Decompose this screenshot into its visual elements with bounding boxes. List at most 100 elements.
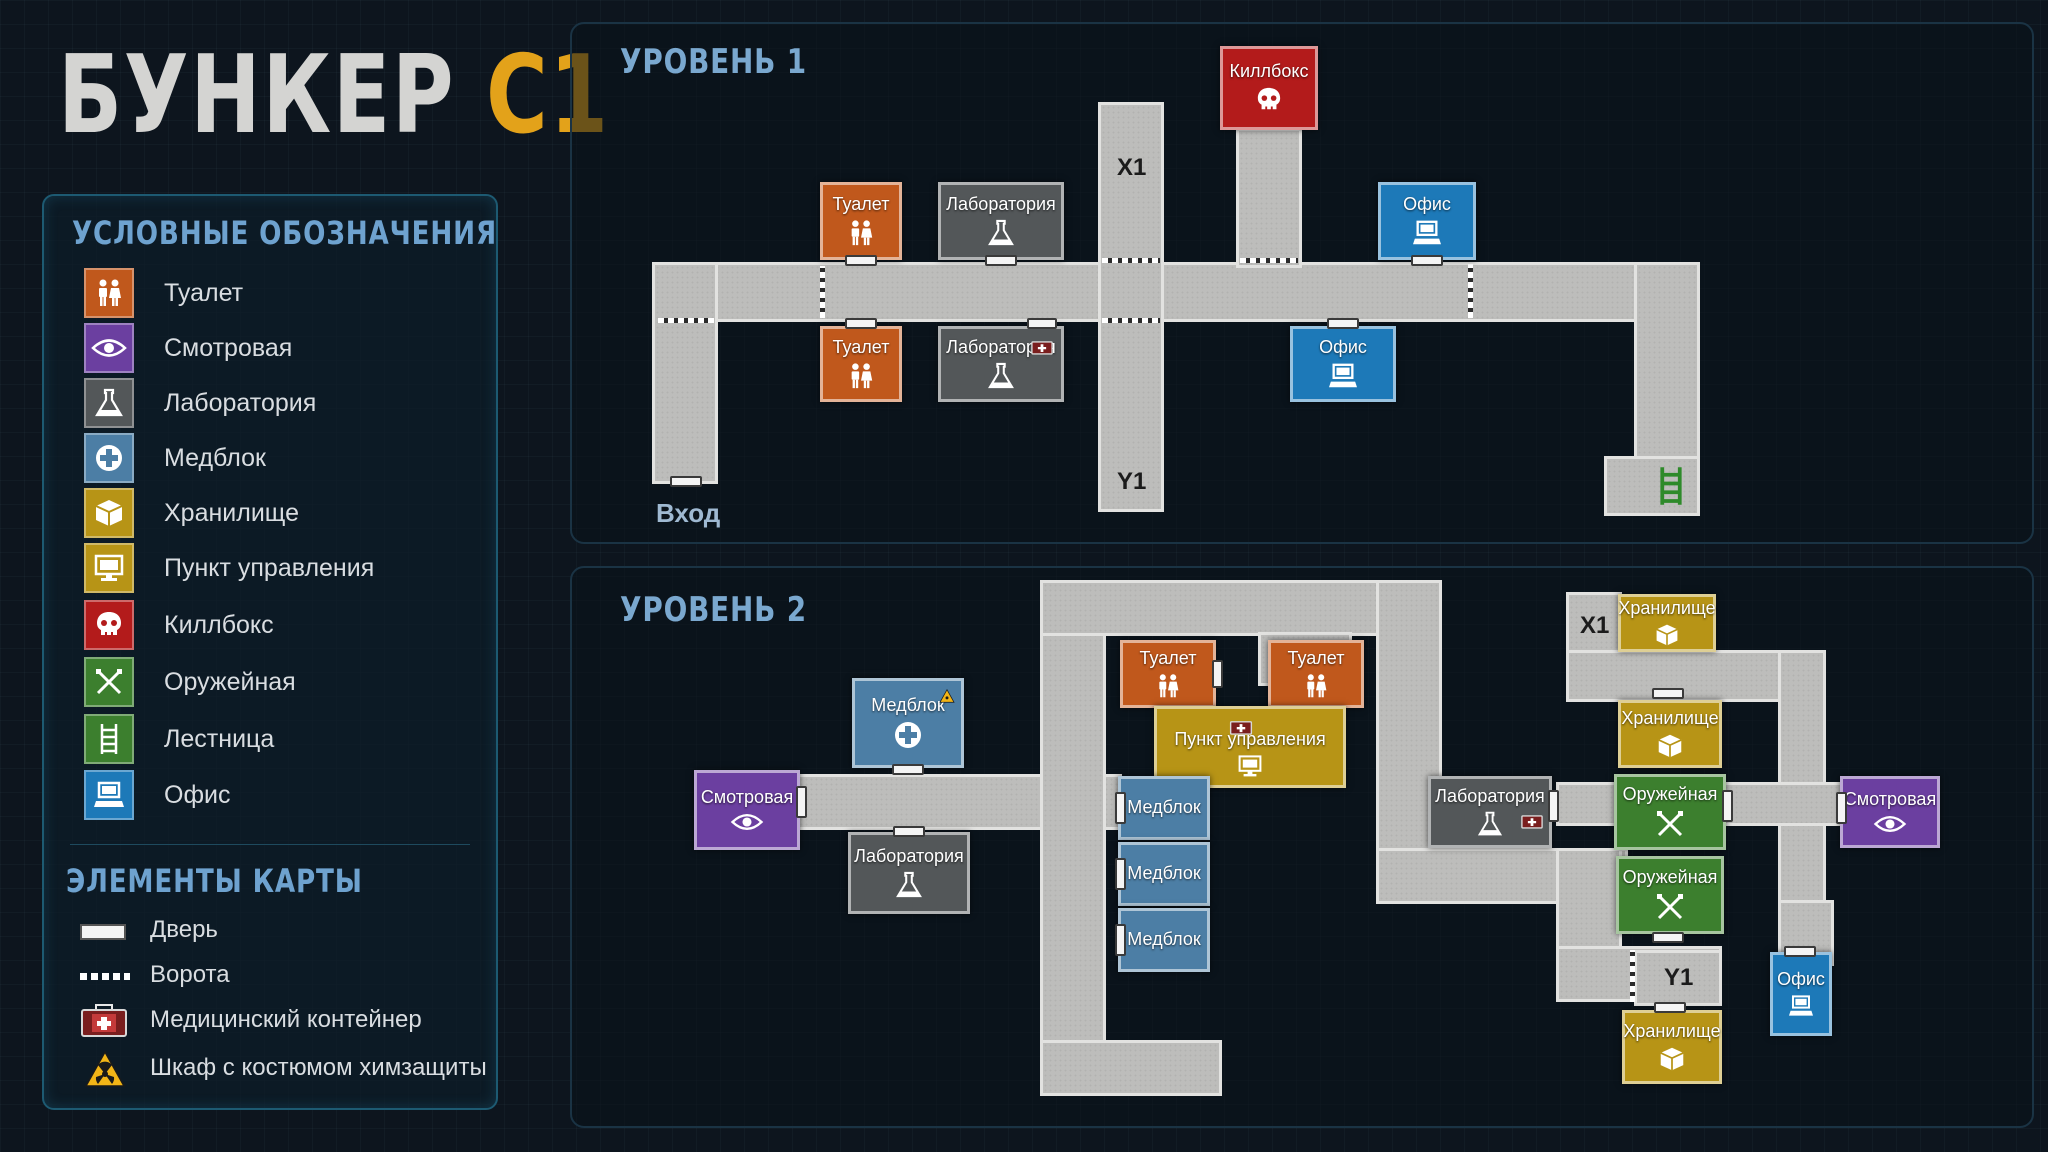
crossed-swords-icon: [1657, 893, 1683, 919]
legend-item-storage: Хранилище: [84, 488, 484, 540]
door[interactable]: [1548, 790, 1559, 822]
room-lab[interactable]: Лаборатория: [848, 832, 970, 914]
corridor-x1-y1: [1098, 102, 1164, 512]
door[interactable]: [845, 255, 877, 266]
computer-icon: [1413, 220, 1441, 245]
medkit-icon: [1031, 341, 1053, 355]
crate-icon: [1656, 624, 1678, 646]
room-control[interactable]: Пункт управления: [1154, 706, 1346, 788]
marker-y1: Y1: [1117, 468, 1147, 495]
eye-icon: [730, 813, 764, 830]
room-label: Медблок: [1127, 797, 1201, 818]
door[interactable]: [892, 764, 924, 775]
room-label: Лаборатория: [946, 337, 1056, 358]
hazard-icon: [84, 1050, 126, 1093]
legend-item-toilet: Туалет: [84, 268, 484, 320]
room-med[interactable]: Медблок: [1118, 776, 1210, 840]
room-toilet[interactable]: Туалет: [1120, 640, 1216, 708]
room-killbox[interactable]: Киллбокс: [1220, 46, 1318, 130]
flask-icon: [1477, 811, 1503, 836]
legend-label: Лаборатория: [164, 389, 317, 417]
room-weapon[interactable]: Оружейная: [1616, 856, 1724, 934]
door[interactable]: [1836, 792, 1847, 824]
computer-icon: [1329, 363, 1357, 388]
room-label: Медблок: [871, 695, 945, 716]
room-office[interactable]: Офис: [1378, 182, 1476, 260]
door[interactable]: [1654, 1002, 1686, 1013]
room-storage[interactable]: Хранилище: [1622, 1010, 1722, 1084]
ladder-icon[interactable]: [1656, 464, 1686, 508]
door[interactable]: [1027, 318, 1057, 329]
medical-cross-icon: [895, 721, 921, 748]
door[interactable]: [1327, 318, 1359, 329]
legend-item-watch: Смотровая: [84, 323, 484, 375]
map-elements-title: ЭЛЕМЕНТЫ КАРТЫ: [66, 862, 363, 900]
flask-icon: [84, 378, 134, 428]
computer-icon: [84, 770, 134, 820]
door[interactable]: [845, 318, 877, 329]
corridor-ladder: [1604, 456, 1700, 516]
door[interactable]: [670, 476, 702, 487]
door[interactable]: [1411, 255, 1443, 266]
room-label: Туалет: [1139, 648, 1197, 669]
toilet-icon: [1159, 674, 1179, 698]
door[interactable]: [1784, 946, 1816, 957]
legend-label: Киллбокс: [164, 611, 274, 639]
corridor-y1-box: [1634, 950, 1722, 1006]
room-weapon[interactable]: Оружейная: [1614, 774, 1726, 850]
element-item-gate: Ворота: [80, 957, 490, 997]
flask-icon: [988, 362, 1014, 389]
flask-icon: [896, 871, 922, 898]
room-lab[interactable]: Лаборатория: [938, 182, 1064, 260]
crate-icon: [1658, 734, 1682, 758]
door[interactable]: [1115, 858, 1126, 890]
corridor-killbox: [1236, 128, 1302, 268]
gate-icon: [80, 973, 130, 980]
door[interactable]: [1212, 660, 1223, 688]
room-lab[interactable]: Лаборатория: [938, 326, 1064, 402]
room-med[interactable]: Медблок: [1118, 842, 1210, 906]
door[interactable]: [1652, 688, 1684, 699]
door[interactable]: [1115, 792, 1126, 824]
room-office[interactable]: Офис: [1770, 952, 1832, 1036]
room-office[interactable]: Офис: [1290, 326, 1396, 402]
room-label: Медблок: [1127, 863, 1201, 884]
door-icon: [80, 924, 126, 940]
legend-label: Смотровая: [164, 334, 293, 362]
crossed-swords-icon: [84, 657, 134, 707]
room-toilet[interactable]: Туалет: [1268, 640, 1364, 708]
legend-label: Оружейная: [164, 668, 296, 696]
room-storage[interactable]: Хранилище: [1618, 700, 1722, 768]
skull-icon: [1257, 87, 1281, 111]
corridor-main: [652, 262, 1700, 322]
room-storage[interactable]: Хранилище: [1618, 594, 1716, 652]
corridor-loop-west: [1040, 580, 1106, 1094]
gate-marker: [820, 266, 825, 318]
door[interactable]: [1652, 932, 1684, 943]
room-label: Офис: [1319, 337, 1367, 358]
room-toilet[interactable]: Туалет: [820, 326, 902, 402]
crossed-swords-icon: [1657, 810, 1683, 836]
room-watch[interactable]: Смотровая: [1840, 776, 1940, 848]
crate-icon: [84, 488, 134, 538]
legend-item-ladder: Лестница: [84, 714, 484, 766]
monitor-icon: [1238, 755, 1262, 777]
gate-marker: [1630, 950, 1635, 1002]
gate-marker: [1468, 264, 1473, 318]
room-med[interactable]: Медблок: [1118, 908, 1210, 972]
room-lab[interactable]: Лаборатория: [1428, 776, 1552, 848]
gate-marker: [1240, 258, 1298, 263]
title-word: БУНКЕР: [58, 33, 456, 158]
medical-cross-icon: [84, 433, 134, 483]
door[interactable]: [796, 786, 807, 818]
element-item-medkit: Медицинский контейнер: [80, 1002, 490, 1042]
legend-item-control: Пункт управления: [84, 543, 484, 595]
legend-divider: [70, 844, 470, 845]
room-watch[interactable]: Смотровая: [694, 770, 800, 850]
door[interactable]: [1722, 790, 1733, 822]
door[interactable]: [985, 255, 1017, 266]
door[interactable]: [893, 826, 925, 837]
room-med[interactable]: Медблок: [852, 678, 964, 768]
door[interactable]: [1115, 924, 1126, 956]
room-toilet[interactable]: Туалет: [820, 182, 902, 260]
